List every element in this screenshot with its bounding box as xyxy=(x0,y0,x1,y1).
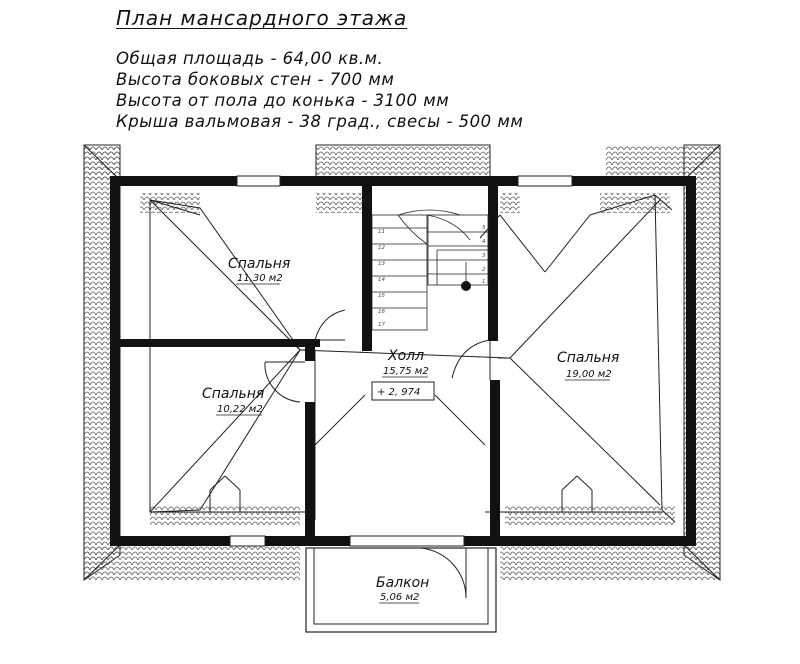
stair-step-label: 11 xyxy=(378,229,385,235)
spec-ridge-height: Высота от пола до конька - 3100 мм xyxy=(116,91,450,110)
roof-hip-lines xyxy=(149,194,676,523)
spec-total-area: Общая площадь - 64,00 кв.м. xyxy=(116,49,384,68)
room-name-bedroom-sw: Спальня xyxy=(202,386,264,402)
stair-step-label: 14 xyxy=(378,277,385,283)
room-area-bedroom-nw: 11,30 м2 xyxy=(237,273,283,284)
plan-title: План мансардного этажа xyxy=(116,6,408,30)
level-mark: + 2, 974 xyxy=(377,387,420,398)
doors xyxy=(264,309,491,599)
stair-step-label: 16 xyxy=(378,309,385,315)
walls xyxy=(110,176,696,546)
roof-outline xyxy=(83,144,721,581)
room-name-hall: Холл xyxy=(387,348,424,364)
spec-roof: Крыша вальмовая - 38 град., свесы - 500 … xyxy=(116,112,524,131)
room-area-bedroom-e: 19,00 м2 xyxy=(566,369,612,380)
stair-step-label: 15 xyxy=(378,293,385,299)
room-area-hall: 15,75 м2 xyxy=(383,366,429,377)
room-name-bedroom-nw: Спальня xyxy=(228,256,290,272)
stair-step-numbers: 11 12 13 14 15 16 17 5 4 3 2 1 xyxy=(378,225,486,328)
windows xyxy=(229,175,573,547)
room-area-balcony: 5,06 м2 xyxy=(380,592,419,603)
room-name-bedroom-e: Спальня xyxy=(557,350,619,366)
staircase xyxy=(371,209,489,331)
stair-step-label: 5 xyxy=(482,225,486,231)
room-labels: Спальня 11,30 м2 Спальня 10,22 м2 Холл 1… xyxy=(202,256,619,604)
level-mark-box xyxy=(371,381,435,401)
stair-step-label: 3 xyxy=(482,253,486,259)
stair-step-label: 12 xyxy=(378,245,385,251)
stair-step-label: 4 xyxy=(482,239,486,245)
stair-step-label: 17 xyxy=(378,322,385,328)
balcony xyxy=(305,547,497,633)
room-name-balcony: Балкон xyxy=(376,575,429,591)
stair-step-label: 2 xyxy=(482,267,486,273)
room-area-bedroom-sw: 10,22 м2 xyxy=(217,404,263,415)
spec-side-wall-height: Высота боковых стен - 700 мм xyxy=(116,70,395,89)
plan-header: План мансардного этажа Общая площадь - 6… xyxy=(0,0,800,140)
stair-step-label: 1 xyxy=(482,279,486,285)
stair-step-label: 13 xyxy=(378,261,385,267)
